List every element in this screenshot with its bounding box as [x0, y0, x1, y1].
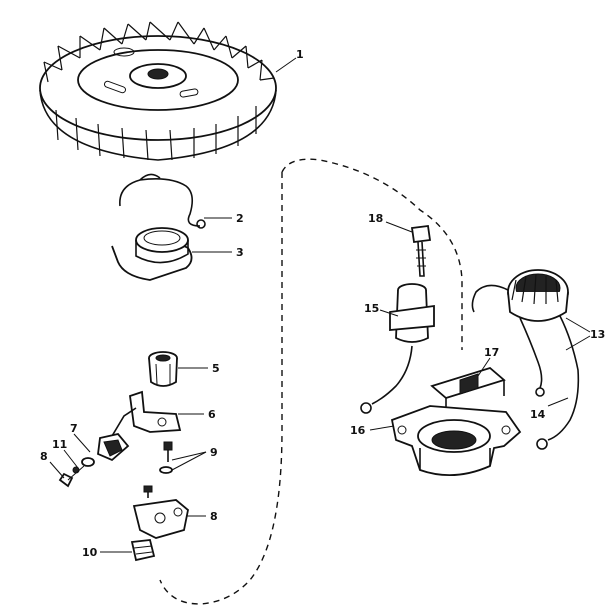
ignition-coil	[471, 269, 580, 450]
callout-11: 11	[52, 438, 67, 451]
coil-base	[390, 405, 522, 477]
callout-8b: 8	[40, 450, 48, 463]
leader-lines	[49, 57, 591, 553]
mounting-plate	[132, 485, 189, 539]
screw-and-washer	[159, 441, 173, 474]
callout-2: 2	[236, 212, 244, 225]
small-parts	[58, 433, 130, 488]
callout-15: 15	[364, 302, 379, 315]
callout-18: 18	[368, 212, 383, 225]
callout-9: 9	[210, 446, 218, 459]
assembly-boundary	[159, 158, 463, 605]
callout-6: 6	[208, 408, 216, 421]
callout-17: 17	[484, 346, 499, 359]
callout-13: 13	[590, 328, 605, 341]
condenser	[360, 283, 435, 414]
bolt	[410, 224, 432, 277]
callout-7: 7	[70, 422, 78, 435]
spring-clip	[119, 173, 206, 229]
clip	[130, 539, 156, 562]
flywheel	[39, 21, 277, 161]
callout-14: 14	[530, 408, 546, 421]
bushing	[148, 351, 178, 387]
callout-5: 5	[212, 362, 220, 375]
callout-3: 3	[236, 246, 244, 259]
callout-8: 8	[210, 510, 218, 523]
callout-10: 10	[82, 546, 98, 559]
collar	[111, 227, 193, 281]
coil-bracket	[430, 366, 506, 416]
callout-1: 1	[296, 48, 304, 61]
callout-labels: 1 2 3 5 6 9 8 7 11 8 10 18 15 13 17 16 1…	[40, 48, 605, 559]
callout-16: 16	[350, 424, 366, 437]
